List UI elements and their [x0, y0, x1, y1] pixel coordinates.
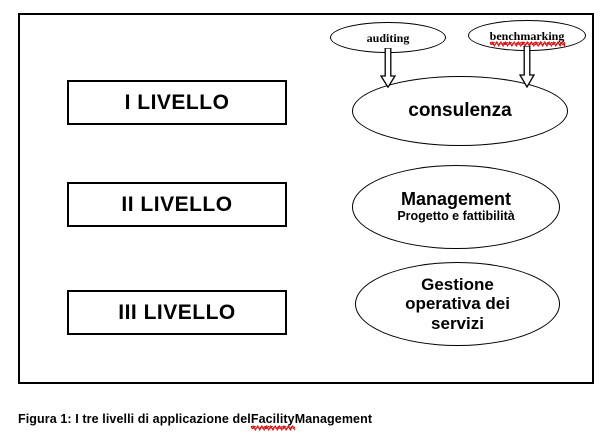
stage-gestione-title-line-3: servizi: [431, 313, 484, 333]
stage-gestione-title-line-1: Gestione: [421, 275, 494, 295]
tag-ellipse-benchmarking: benchmarking: [468, 20, 586, 51]
level-box-iii-label: III LIVELLO: [118, 301, 236, 324]
stage-management-title: Management: [400, 189, 512, 210]
stage-ellipse-management: Management Progetto e fattibilità: [352, 165, 560, 249]
level-box-iii: III LIVELLO: [67, 290, 287, 335]
level-box-i: I LIVELLO: [67, 80, 287, 125]
stage-ellipse-gestione: Gestione operativa dei servizi: [355, 262, 560, 346]
tag-auditing-label: auditing: [366, 30, 410, 45]
arrow-auditing-to-consulenza: [379, 48, 397, 88]
spellcheck-squiggle-icon: [489, 40, 565, 48]
stage-management-subtitle: Progetto e fattibilità: [397, 209, 515, 224]
level-box-ii: II LIVELLO: [67, 182, 287, 227]
level-box-i-label: I LIVELLO: [124, 91, 230, 114]
arrow-benchmarking-to-consulenza: [518, 46, 536, 88]
figure-caption-prefix: Figura 1: I tre livelli di applicazione …: [18, 412, 251, 426]
figure-caption-suffix: Management: [294, 412, 373, 426]
spellcheck-squiggle-icon: [250, 424, 296, 432]
tag-benchmarking-label: benchmarking: [489, 30, 565, 48]
figure-caption: Figura 1: I tre livelli di applicazione …: [18, 412, 373, 432]
stage-gestione-title-line-2: operativa dei: [405, 294, 510, 314]
level-box-ii-label: II LIVELLO: [121, 193, 233, 216]
stage-consulenza-title: consulenza: [408, 100, 512, 122]
figure-caption-misspelled-word: Facility: [250, 412, 296, 432]
